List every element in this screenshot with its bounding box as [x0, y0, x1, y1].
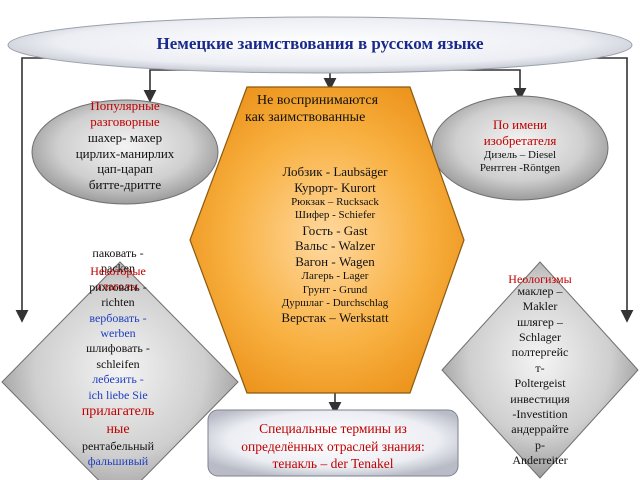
verbs-heading-line-2: глаголы	[97, 278, 139, 293]
neologisms-heading: Неологизмы	[508, 272, 572, 286]
verbs-heading: Некоторые глаголы	[68, 264, 168, 293]
verbs-item: рихтовать -	[89, 280, 147, 294]
page-title: Немецкие заимствования в русском языке	[156, 34, 484, 53]
neologisms-item: -Investition	[512, 406, 568, 421]
not-perceived-item: Дуршлаг - Durchschlag	[281, 296, 389, 309]
verbs-item: richten	[101, 295, 135, 310]
neologisms-diamond	[441, 261, 639, 479]
not-perceived-hexagon	[189, 86, 465, 394]
verbs-item: schleifen	[96, 356, 140, 371]
special-terms-line-2: определённых отраслей знания:	[241, 438, 425, 454]
verbs-item: werben	[100, 326, 136, 341]
not-perceived-item: Лагерь - Lager	[301, 270, 369, 283]
popular-item: цирлих-манирлих	[75, 145, 175, 161]
not-perceived-heading-line-1: Не воспринимаются	[257, 93, 379, 108]
not-perceived-item: Гость - Gast	[302, 222, 368, 238]
inventors-item: Рентген -Röntgen	[479, 162, 561, 175]
not-perceived-item: Верстак – Werkstatt	[281, 310, 389, 326]
not-perceived-item: Грунт - Grund	[302, 283, 368, 296]
inventors-heading-line-2: изобретателя	[483, 132, 557, 148]
verbs-heading-line-1: Некоторые	[90, 264, 146, 278]
verbs-item: шлифовать -	[86, 341, 150, 356]
popular-item: битте-дритте	[88, 177, 162, 193]
neologisms-item: полтергейс	[511, 345, 569, 360]
popular-heading-line-1: Популярные	[90, 98, 160, 113]
neologisms-item: т-	[535, 360, 545, 375]
verbs-list: рихтовать - richten вербовать - werben ш…	[58, 280, 178, 469]
not-perceived-item: Вагон - Wagen	[295, 254, 375, 270]
special-terms-line-1: Специальные термины из	[259, 421, 407, 436]
verbs-overlap-line-2: packen	[101, 260, 135, 275]
verbs-item: прилагатель	[81, 403, 155, 419]
special-terms-box	[207, 409, 459, 477]
not-perceived-item: Рюкзак – Rucksack	[291, 195, 379, 208]
verbs-overlap-top: паковать - packen	[68, 246, 168, 275]
not-perceived-heading: Не воспринимаются как заимствованные	[245, 92, 420, 126]
neologisms-item: андеррайте	[511, 422, 569, 437]
neologisms-item: маклер –	[517, 284, 563, 298]
neologisms-item: Makler	[522, 299, 558, 314]
neologisms-item: Anderreiter	[512, 452, 568, 467]
neologisms-item: р-	[535, 437, 545, 452]
inventors-heading-line-1: По имени	[492, 117, 547, 132]
neologisms-item: Poltergeist	[514, 376, 566, 391]
not-perceived-item: Вальс - Walzer	[294, 238, 376, 254]
popular-ellipse	[31, 99, 219, 205]
not-perceived-item: Шифер - Schiefer	[294, 209, 376, 222]
verbs-diamond	[1, 261, 239, 480]
popular-heading-line-2: разговорные	[90, 113, 160, 129]
special-terms-line-3: тенакль – der Tenakel	[272, 456, 394, 472]
verbs-item: рентабельный	[81, 438, 155, 453]
not-perceived-list: Лобзик - Laubsäger Курорт- Kurort Рюкзак…	[240, 164, 430, 326]
neologisms-item: инвестиция	[510, 391, 570, 406]
popular-item: цап-царап	[97, 161, 153, 177]
verbs-item: фальшивый	[87, 454, 149, 469]
popular-item: шахер- махер	[87, 129, 163, 145]
not-perceived-heading-line-2: как заимствованные	[245, 110, 366, 126]
neologisms-item: Schlager	[519, 330, 561, 345]
verbs-item: лебезить -	[92, 372, 144, 387]
popular-block: Популярные разговорные шахер- махер цирл…	[55, 98, 195, 193]
neologisms-list: маклер – Makler шлягер – Schlager полтер…	[495, 284, 585, 468]
inventors-block: По имени изобретателя Дизель – Diesel Ре…	[455, 117, 585, 176]
inventors-item: Дизель – Diesel	[483, 148, 557, 161]
verbs-item: ich liebe Sie	[88, 387, 148, 402]
special-terms-text: Специальные термины из определённых отра…	[212, 420, 454, 473]
not-perceived-item: Курорт- Kurort	[294, 179, 376, 195]
title-ellipse	[7, 16, 633, 74]
verbs-overlap-line-1: паковать -	[92, 246, 144, 260]
verbs-item: вербовать -	[89, 310, 147, 325]
neologisms-item: шлягер –	[517, 314, 563, 329]
verbs-item: ные	[106, 421, 130, 437]
not-perceived-item: Лобзик - Laubsäger	[282, 164, 388, 179]
